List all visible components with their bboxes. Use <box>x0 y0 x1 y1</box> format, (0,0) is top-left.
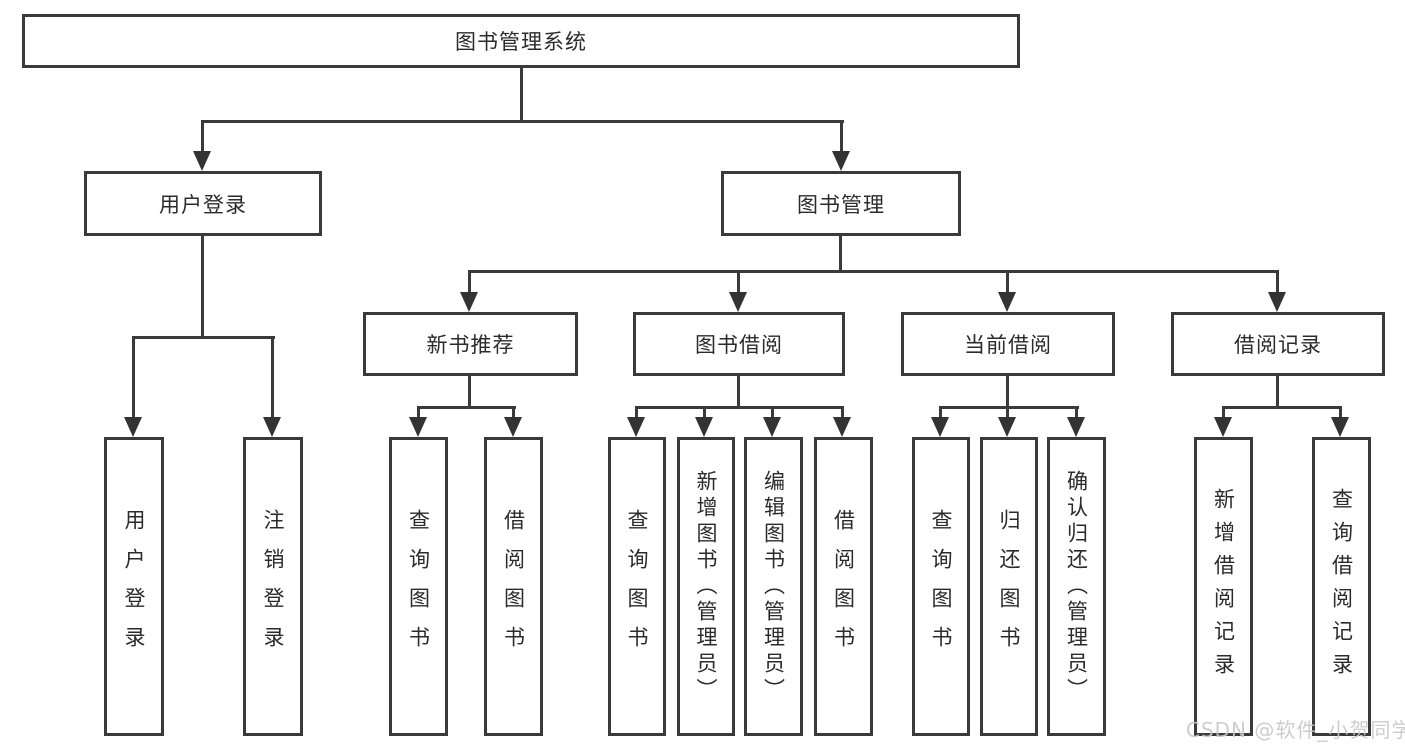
node-records-add-record: 新增借阅记录 <box>1194 437 1253 736</box>
node-records-query-record-label: 查询借阅记录 <box>1329 487 1354 686</box>
arrow-down-icon <box>998 292 1016 312</box>
node-borrow-borrow-books: 借阅图书 <box>814 437 873 736</box>
connector-line <box>939 406 1079 409</box>
arrow-down-icon <box>193 151 211 171</box>
connector-line <box>417 406 516 409</box>
node-user-login-group-label: 用户登录 <box>159 192 247 217</box>
node-current-confirm-return-admin-label: 确认归还（管理员） <box>1064 469 1089 704</box>
connector-line <box>132 336 135 418</box>
node-logout-label: 注销登录 <box>261 508 285 665</box>
connector-line <box>1339 406 1342 418</box>
connector-line <box>132 336 275 339</box>
node-borrow-edit-books-admin: 编辑图书（管理员） <box>744 437 803 736</box>
node-current-confirm-return-admin: 确认归还（管理员） <box>1047 437 1106 736</box>
connector-line <box>841 406 844 418</box>
node-current-return-books: 归还图书 <box>980 437 1038 736</box>
arrow-down-icon <box>1331 417 1349 437</box>
connector-line <box>201 236 204 339</box>
connector-line <box>1276 376 1279 409</box>
connector-line <box>1222 406 1225 418</box>
node-user-login-label: 用户登录 <box>122 508 146 665</box>
arrow-down-icon <box>729 292 747 312</box>
connector-line <box>512 406 515 418</box>
node-recommend-query-books-label: 查询图书 <box>406 508 431 665</box>
node-current-query-books-label: 查询图书 <box>929 508 953 665</box>
node-book-management: 图书管理 <box>721 171 961 236</box>
arrow-down-icon <box>504 417 522 437</box>
connector-line <box>737 376 740 409</box>
arrow-down-icon <box>832 151 850 171</box>
connector-line <box>1006 406 1009 418</box>
node-records-query-record: 查询借阅记录 <box>1312 437 1371 736</box>
node-root-label: 图书管理系统 <box>455 30 587 54</box>
node-book-borrowing: 图书借阅 <box>633 312 845 376</box>
node-recommend-borrow-books: 借阅图书 <box>484 437 543 736</box>
connector-line <box>271 336 274 418</box>
connector-line <box>520 68 523 123</box>
connector-line <box>771 406 774 418</box>
arrow-down-icon <box>263 417 281 437</box>
arrow-down-icon <box>460 292 478 312</box>
arrow-down-icon <box>1214 417 1232 437</box>
node-current-borrowing: 当前借阅 <box>901 312 1115 376</box>
node-records-add-record-label: 新增借阅记录 <box>1211 487 1236 686</box>
node-user-login-group: 用户登录 <box>84 171 322 236</box>
node-current-borrowing-label: 当前借阅 <box>964 333 1052 357</box>
node-borrow-borrow-books-label: 借阅图书 <box>831 508 856 665</box>
arrow-down-icon <box>409 417 427 437</box>
connector-line <box>703 406 706 418</box>
arrow-down-icon <box>998 417 1016 437</box>
arrow-down-icon <box>763 417 781 437</box>
connector-line <box>1276 270 1279 293</box>
connector-line <box>1222 406 1342 409</box>
node-borrowing-records-label: 借阅记录 <box>1234 333 1322 357</box>
connector-line <box>468 270 1279 273</box>
node-recommend-borrow-books-label: 借阅图书 <box>501 508 526 665</box>
connector-line <box>839 236 842 273</box>
node-root: 图书管理系统 <box>22 14 1020 68</box>
connector-line <box>417 406 420 418</box>
connector-line <box>1006 270 1009 293</box>
csdn-watermark: CSDN @软件_小贺同学 <box>1186 718 1405 742</box>
node-borrow-query-books: 查询图书 <box>608 437 666 736</box>
node-user-login: 用户登录 <box>104 437 164 736</box>
arrow-down-icon <box>931 417 949 437</box>
node-borrowing-records: 借阅记录 <box>1171 312 1385 376</box>
node-current-query-books: 查询图书 <box>912 437 970 736</box>
node-current-return-books-label: 归还图书 <box>997 508 1021 665</box>
node-borrow-add-books-admin: 新增图书（管理员） <box>677 437 735 736</box>
connector-line <box>468 376 471 409</box>
connector-line <box>737 270 740 293</box>
connector-line <box>1006 376 1009 409</box>
arrow-down-icon <box>695 417 713 437</box>
connector-line <box>201 120 844 123</box>
connector-line <box>1075 406 1078 418</box>
node-book-management-label: 图书管理 <box>797 192 885 217</box>
connector-line <box>939 406 942 418</box>
node-book-borrowing-label: 图书借阅 <box>695 333 783 357</box>
arrow-down-icon <box>833 417 851 437</box>
node-borrow-add-books-admin-label: 新增图书（管理员） <box>694 469 718 704</box>
node-recommend-query-books: 查询图书 <box>389 437 448 736</box>
node-new-book-recommend-label: 新书推荐 <box>426 333 515 357</box>
node-new-book-recommend: 新书推荐 <box>363 312 578 376</box>
connector-line <box>201 120 204 153</box>
connector-line <box>468 270 471 293</box>
arrow-down-icon <box>1067 417 1085 437</box>
arrow-down-icon <box>627 417 645 437</box>
node-borrow-query-books-label: 查询图书 <box>625 508 649 665</box>
node-borrow-edit-books-admin-label: 编辑图书（管理员） <box>761 469 786 704</box>
arrow-down-icon <box>1268 292 1286 312</box>
arrow-down-icon <box>124 417 142 437</box>
connector-line <box>635 406 844 409</box>
connector-line <box>840 120 843 153</box>
connector-line <box>635 406 638 418</box>
node-logout: 注销登录 <box>243 437 303 736</box>
